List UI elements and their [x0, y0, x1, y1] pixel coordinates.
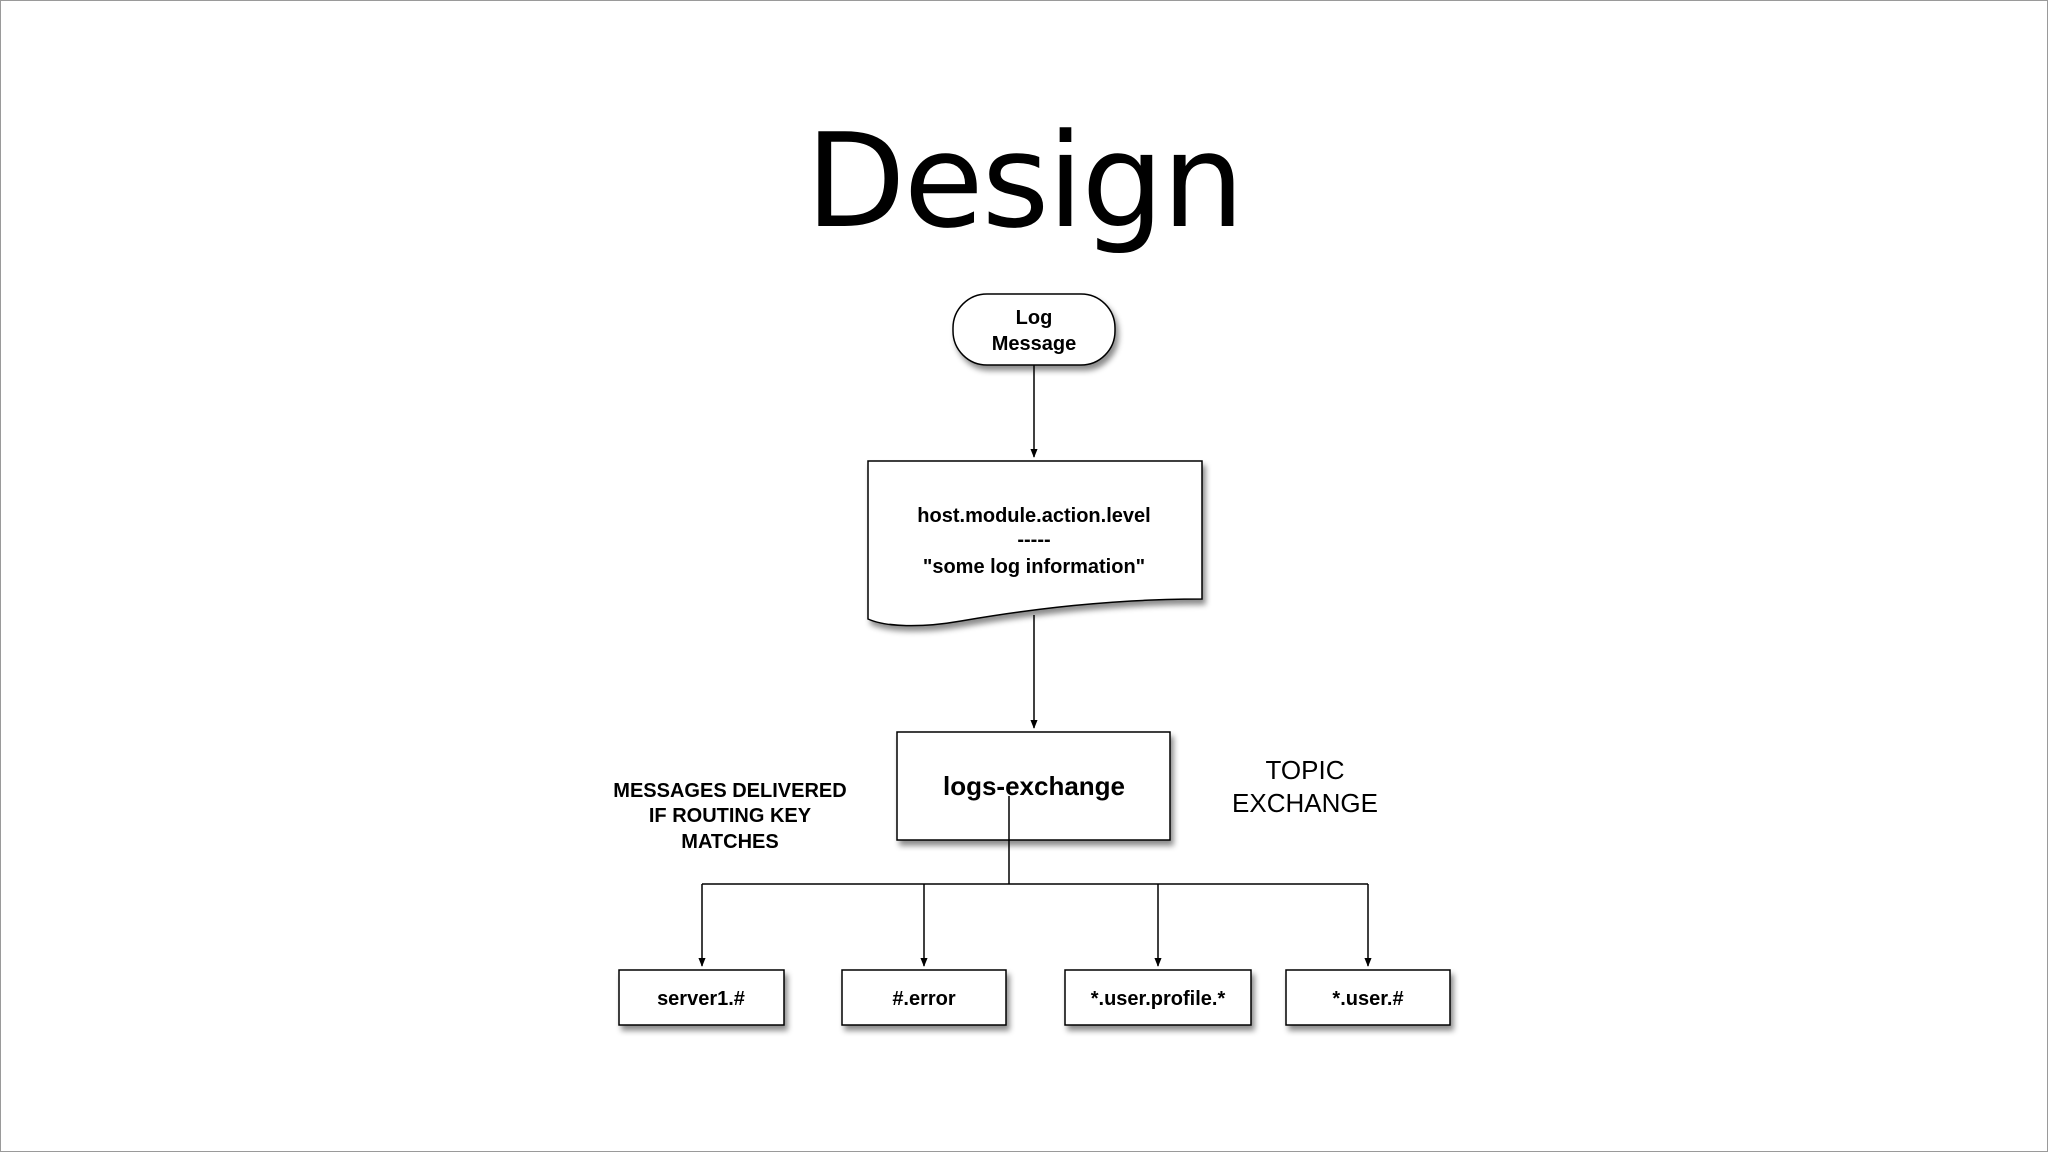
routing-note: MESSAGES DELIVERED IF ROUTING KEY MATCHE… — [613, 780, 846, 853]
fan-out-connectors — [698, 796, 1372, 967]
queue-user: *.user.# — [1285, 969, 1451, 1026]
queue-label: server1.# — [657, 988, 745, 1010]
slide-title: Design — [805, 105, 1245, 257]
log-message-line1: Log — [1016, 307, 1053, 329]
log-message-line2: Message — [992, 333, 1077, 355]
queue-label: *.user.profile.* — [1091, 988, 1226, 1010]
topic-exchange-line2: EXCHANGE — [1232, 788, 1378, 818]
separator-text: ----- — [1017, 529, 1050, 551]
topic-exchange-line1: TOPIC — [1266, 755, 1345, 785]
queue-server1: server1.# — [618, 969, 785, 1026]
routing-note-line2: IF ROUTING KEY — [649, 805, 812, 827]
payload-text: "some log information" — [923, 556, 1145, 578]
queue-error: #.error — [841, 969, 1007, 1026]
message-document-node: host.module.action.level ----- "some log… — [867, 460, 1203, 627]
logs-exchange-label: logs-exchange — [943, 771, 1125, 801]
routing-key-text: host.module.action.level — [917, 505, 1150, 527]
log-message-node: Log Message — [952, 293, 1116, 366]
topic-exchange-label: TOPIC EXCHANGE — [1232, 755, 1378, 818]
logs-exchange-node: logs-exchange — [896, 731, 1171, 841]
queue-user-profile: *.user.profile.* — [1064, 969, 1252, 1026]
routing-note-line3: MATCHES — [681, 831, 778, 853]
queue-label: *.user.# — [1332, 988, 1403, 1010]
routing-note-line1: MESSAGES DELIVERED — [613, 780, 846, 802]
queue-label: #.error — [892, 988, 956, 1010]
